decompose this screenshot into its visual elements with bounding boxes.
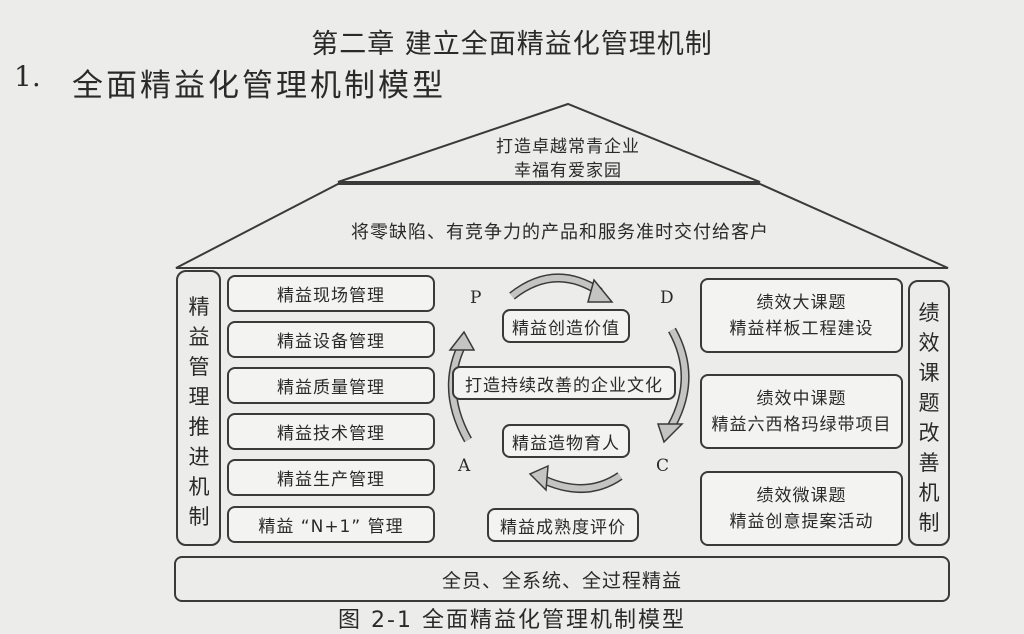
pdca-p: P bbox=[470, 288, 482, 308]
left-item-quality: 精益质量管理 bbox=[227, 367, 435, 404]
roof-middle-text: 将零缺陷、有竞争力的产品和服务准时交付给客户 bbox=[351, 222, 769, 243]
pdca-c: C bbox=[656, 456, 670, 476]
figure-caption: 图 2-1 全面精益化管理机制模型 bbox=[338, 608, 686, 633]
center-box-create-value: 精益创造价值 bbox=[502, 309, 630, 343]
right-item-medium-project: 绩效中课题 精益六西格玛绿带项目 bbox=[700, 374, 903, 449]
left-item-n-plus-1: 精益 “N+1” 管理 bbox=[227, 506, 435, 543]
roof-top-line2: 幸福有爱家园 bbox=[514, 161, 622, 181]
right-item-micro-line1: 绩效微课题 bbox=[756, 485, 847, 506]
pdca-a: A bbox=[458, 456, 471, 476]
left-item-production: 精益生产管理 bbox=[227, 459, 435, 496]
left-item-equipment: 精益设备管理 bbox=[227, 321, 435, 358]
right-item-micro-line2: 精益创意提案活动 bbox=[729, 511, 874, 532]
right-item-medium-line2: 精益六西格玛绿带项目 bbox=[711, 414, 892, 435]
left-pillar bbox=[176, 270, 221, 546]
right-pillar bbox=[908, 280, 950, 546]
foundation-bar: 全员、全系统、全过程精益 bbox=[174, 556, 950, 602]
center-box-culture: 打造持续改善的企业文化 bbox=[452, 366, 676, 400]
roof-top-triangle bbox=[337, 102, 761, 183]
roof-middle-band bbox=[175, 183, 949, 269]
right-pillar-label: 绩效课题改善机制 bbox=[918, 301, 940, 535]
center-box-cultivate: 精益造物育人 bbox=[502, 424, 630, 458]
roof-top-line1: 打造卓越常青企业 bbox=[496, 137, 640, 157]
center-box-maturity: 精益成熟度评价 bbox=[487, 508, 639, 542]
chapter-title: 第二章 建立全面精益化管理机制 bbox=[311, 29, 713, 60]
left-item-technology: 精益技术管理 bbox=[227, 413, 435, 450]
left-pillar-label: 精益管理推进机制 bbox=[188, 295, 210, 529]
right-item-large-project: 绩效大课题 精益样板工程建设 bbox=[700, 278, 903, 353]
right-item-large-line1: 绩效大课题 bbox=[756, 292, 847, 313]
right-item-micro-project: 绩效微课题 精益创意提案活动 bbox=[700, 471, 903, 546]
pdca-d: D bbox=[660, 288, 674, 308]
left-item-site: 精益现场管理 bbox=[227, 275, 435, 312]
section-title: 全面精益化管理机制模型 bbox=[72, 68, 446, 104]
right-item-medium-line1: 绩效中课题 bbox=[756, 388, 847, 409]
right-item-large-line2: 精益样板工程建设 bbox=[729, 318, 874, 339]
section-number: 1. bbox=[14, 60, 41, 93]
